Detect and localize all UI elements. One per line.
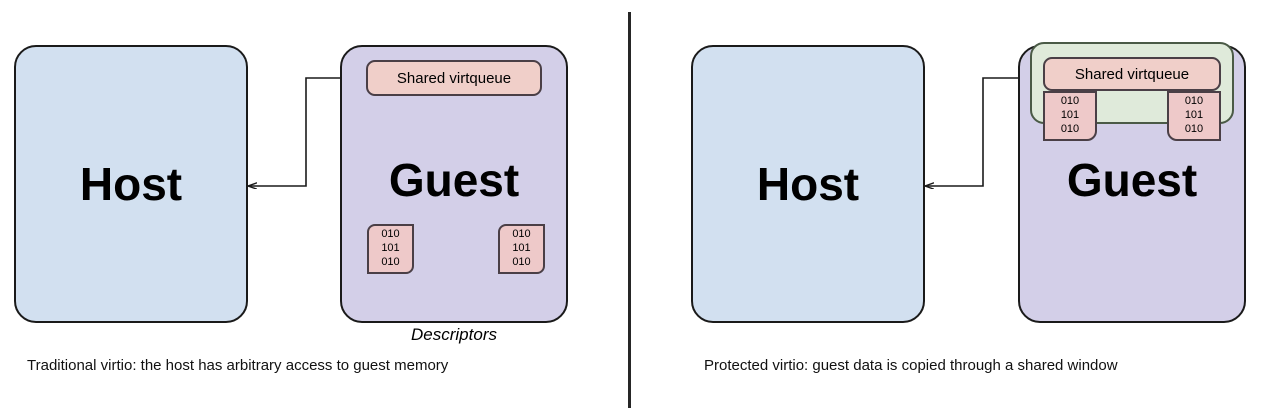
shared-virtqueue-label: Shared virtqueue <box>396 69 512 87</box>
shared-virtqueue-protected[interactable]: Shared virtqueue <box>1043 57 1221 91</box>
descriptor-line-3: 010 <box>1184 122 1204 135</box>
host-box-protected[interactable]: Host <box>691 45 925 323</box>
host-label: Host <box>756 158 860 210</box>
descriptor-box-2[interactable]: 010 101 010 <box>498 224 545 274</box>
descriptor-box-2[interactable]: 010 101 010 <box>1167 91 1221 141</box>
descriptor-line-3: 010 <box>512 255 531 268</box>
host-label: Host <box>79 158 183 210</box>
panel-traditional-virtio: Host Guest Descriptors Shared virtqueue … <box>14 45 568 374</box>
descriptor-box-1[interactable]: 010 101 010 <box>1043 91 1097 141</box>
descriptors-caption: Descriptors <box>411 325 497 344</box>
panel-divider <box>628 12 631 408</box>
descriptor-line-1: 010 <box>512 228 531 241</box>
host-guest-connector <box>925 78 1041 186</box>
guest-label: Guest <box>388 154 520 206</box>
descriptor-line-1: 010 <box>1184 95 1204 108</box>
descriptor-line-2: 101 <box>1184 109 1204 122</box>
shared-virtqueue-traditional[interactable]: Shared virtqueue <box>366 60 542 96</box>
connector-layer-protected <box>633 0 1266 408</box>
guest-label: Guest <box>1066 154 1198 206</box>
descriptor-line-2: 101 <box>512 242 531 255</box>
descriptor-box-1[interactable]: 010 101 010 <box>367 224 414 274</box>
descriptor-line-3: 010 <box>1060 122 1080 135</box>
caption-protected: Protected virtio: guest data is copied t… <box>704 357 1118 374</box>
panel-protected-virtio: Host Guest Shared virtqueue 010 101 010 … <box>633 0 1266 408</box>
descriptor-line-1: 010 <box>381 228 400 241</box>
descriptor-line-1: 010 <box>1060 95 1080 108</box>
descriptor-line-2: 101 <box>1060 109 1080 122</box>
descriptor-line-3: 010 <box>381 255 400 268</box>
descriptor-line-2: 101 <box>381 242 400 255</box>
shared-virtqueue-label: Shared virtqueue <box>1074 65 1190 83</box>
host-guest-connector <box>248 78 363 186</box>
host-box-traditional[interactable]: Host <box>14 45 248 323</box>
caption-traditional: Traditional virtio: the host has arbitra… <box>27 357 449 374</box>
